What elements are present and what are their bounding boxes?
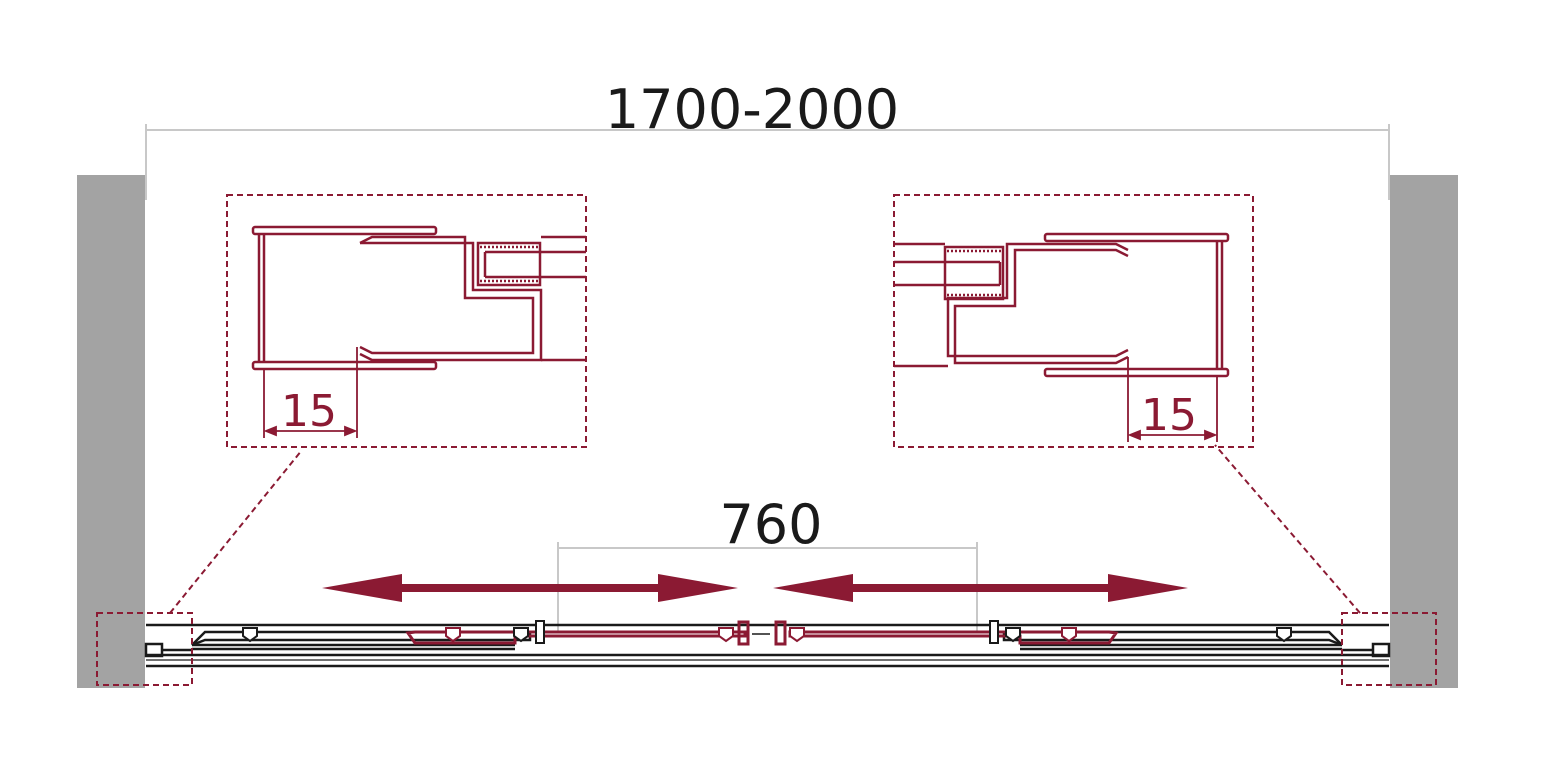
opening-width-label: 760 bbox=[719, 493, 822, 556]
left-panel-sliding-arrow bbox=[322, 574, 738, 602]
right-panel-sliding-arrow bbox=[773, 574, 1188, 602]
right-adjustment-label: 15 bbox=[1141, 390, 1197, 441]
right-sliding-panel bbox=[774, 620, 1119, 646]
right-profile-detail: 15 bbox=[893, 194, 1254, 448]
right-detail-callout bbox=[1214, 444, 1437, 686]
right-wall bbox=[1390, 175, 1458, 688]
left-profile-detail: 15 bbox=[226, 194, 587, 448]
left-wall bbox=[77, 175, 145, 688]
overall-width-label: 1700-2000 bbox=[605, 78, 899, 141]
door-rollers bbox=[242, 627, 1292, 643]
door-handles bbox=[535, 620, 999, 644]
door-track bbox=[146, 623, 1389, 668]
left-fixed-panel bbox=[144, 630, 532, 658]
left-detail-callout bbox=[96, 449, 303, 686]
overall-dimension-line bbox=[145, 124, 1390, 200]
left-adjustment-label: 15 bbox=[281, 386, 337, 437]
left-sliding-panel bbox=[405, 620, 750, 646]
